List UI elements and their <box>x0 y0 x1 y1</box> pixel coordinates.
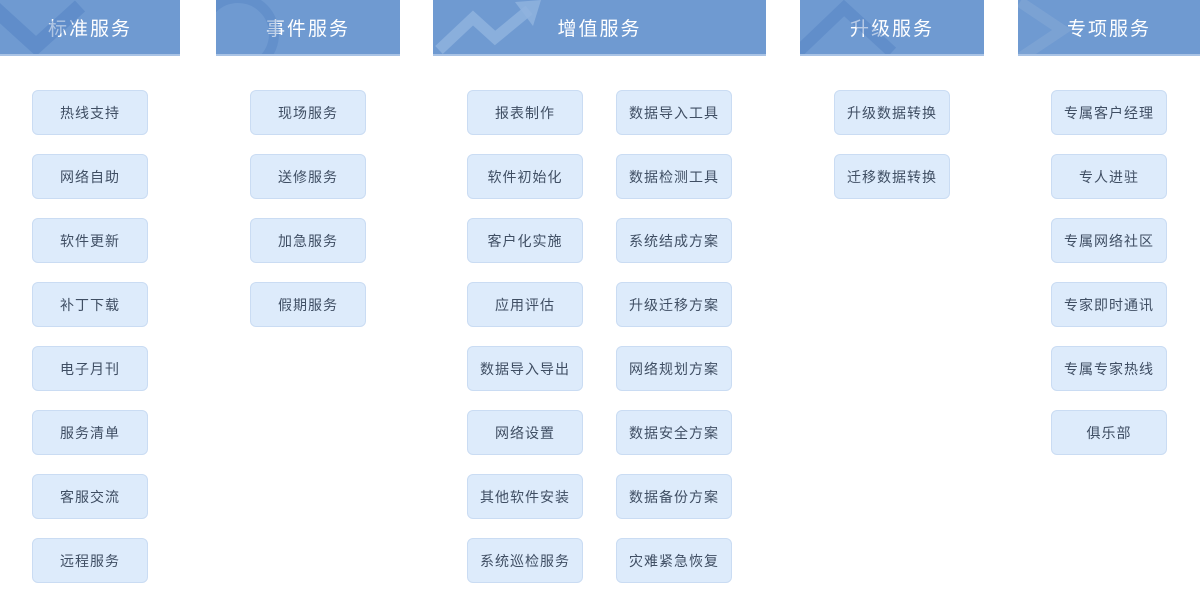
column-title: 标准服务 <box>47 18 132 40</box>
service-item-button[interactable]: 数据备份方案 <box>616 474 732 519</box>
column-title: 增值服务 <box>557 18 642 40</box>
service-item-button[interactable]: 客户化实施 <box>467 218 583 263</box>
service-item-button[interactable]: 服务清单 <box>32 410 148 455</box>
service-item-button[interactable]: 迁移数据转换 <box>834 154 950 199</box>
service-item-button[interactable]: 报表制作 <box>467 90 583 135</box>
service-item-button[interactable]: 电子月刊 <box>32 346 148 391</box>
column-upgrade-services: 升级服务 升级数据转换迁移数据转换 <box>800 0 984 199</box>
service-item-button[interactable]: 数据导入工具 <box>616 90 732 135</box>
button-stacks: 专属客户经理专人进驻专属网络社区专家即时通讯专属专家热线俱乐部 <box>1018 90 1200 455</box>
service-item-button[interactable]: 加急服务 <box>250 218 366 263</box>
service-item-button[interactable]: 俱乐部 <box>1051 410 1167 455</box>
column-title: 专项服务 <box>1066 18 1151 40</box>
service-item-button[interactable]: 系统巡检服务 <box>467 538 583 583</box>
button-stacks: 升级数据转换迁移数据转换 <box>800 90 984 199</box>
button-stacks: 热线支持网络自助软件更新补丁下载电子月刊服务清单客服交流远程服务 <box>0 90 180 583</box>
service-item-button[interactable]: 远程服务 <box>32 538 148 583</box>
service-item-button[interactable]: 网络规划方案 <box>616 346 732 391</box>
column-value-added-services: 增值服务 报表制作软件初始化客户化实施应用评估数据导入导出网络设置其他软件安装系… <box>433 0 766 583</box>
service-item-button[interactable]: 热线支持 <box>32 90 148 135</box>
service-item-button[interactable]: 软件初始化 <box>467 154 583 199</box>
column-event-services: 事件服务 现场服务送修服务加急服务假期服务 <box>216 0 400 327</box>
service-item-button[interactable]: 专人进驻 <box>1051 154 1167 199</box>
service-item-button[interactable]: 升级数据转换 <box>834 90 950 135</box>
trend-up-arrow-icon <box>435 0 541 54</box>
service-item-button[interactable]: 专属网络社区 <box>1051 218 1167 263</box>
column-title: 升级服务 <box>849 18 934 40</box>
service-item-button[interactable]: 网络设置 <box>467 410 583 455</box>
button-stack: 专属客户经理专人进驻专属网络社区专家即时通讯专属专家热线俱乐部 <box>1051 90 1167 455</box>
button-stack: 数据导入工具数据检测工具系统结成方案升级迁移方案网络规划方案数据安全方案数据备份… <box>616 90 732 583</box>
event-services-header: 事件服务 <box>216 0 400 56</box>
service-item-button[interactable]: 专属专家热线 <box>1051 346 1167 391</box>
service-item-button[interactable]: 现场服务 <box>250 90 366 135</box>
column-standard-services: 标准服务 热线支持网络自助软件更新补丁下载电子月刊服务清单客服交流远程服务 <box>0 0 180 583</box>
service-item-button[interactable]: 数据安全方案 <box>616 410 732 455</box>
button-stack: 升级数据转换迁移数据转换 <box>834 90 950 199</box>
service-item-button[interactable]: 灾难紧急恢复 <box>616 538 732 583</box>
special-services-header: 专项服务 <box>1018 0 1200 56</box>
service-item-button[interactable]: 数据导入导出 <box>467 346 583 391</box>
service-item-button[interactable]: 专家即时通讯 <box>1051 282 1167 327</box>
service-item-button[interactable]: 专属客户经理 <box>1051 90 1167 135</box>
service-item-button[interactable]: 应用评估 <box>467 282 583 327</box>
service-item-button[interactable]: 假期服务 <box>250 282 366 327</box>
button-stack: 报表制作软件初始化客户化实施应用评估数据导入导出网络设置其他软件安装系统巡检服务 <box>467 90 583 583</box>
standard-services-header: 标准服务 <box>0 0 180 56</box>
upgrade-services-header: 升级服务 <box>800 0 984 56</box>
service-item-button[interactable]: 升级迁移方案 <box>616 282 732 327</box>
service-item-button[interactable]: 其他软件安装 <box>467 474 583 519</box>
value-added-services-header: 增值服务 <box>433 0 766 56</box>
column-special-services: 专项服务 专属客户经理专人进驻专属网络社区专家即时通讯专属专家热线俱乐部 <box>1018 0 1200 455</box>
column-title: 事件服务 <box>265 18 350 40</box>
button-stack: 现场服务送修服务加急服务假期服务 <box>250 90 366 327</box>
service-item-button[interactable]: 送修服务 <box>250 154 366 199</box>
button-stacks: 现场服务送修服务加急服务假期服务 <box>216 90 400 327</box>
service-item-button[interactable]: 补丁下载 <box>32 282 148 327</box>
service-item-button[interactable]: 系统结成方案 <box>616 218 732 263</box>
button-stacks: 报表制作软件初始化客户化实施应用评估数据导入导出网络设置其他软件安装系统巡检服务… <box>433 90 766 583</box>
service-item-button[interactable]: 客服交流 <box>32 474 148 519</box>
service-item-button[interactable]: 软件更新 <box>32 218 148 263</box>
button-stack: 热线支持网络自助软件更新补丁下载电子月刊服务清单客服交流远程服务 <box>32 90 148 583</box>
service-item-button[interactable]: 数据检测工具 <box>616 154 732 199</box>
service-item-button[interactable]: 网络自助 <box>32 154 148 199</box>
